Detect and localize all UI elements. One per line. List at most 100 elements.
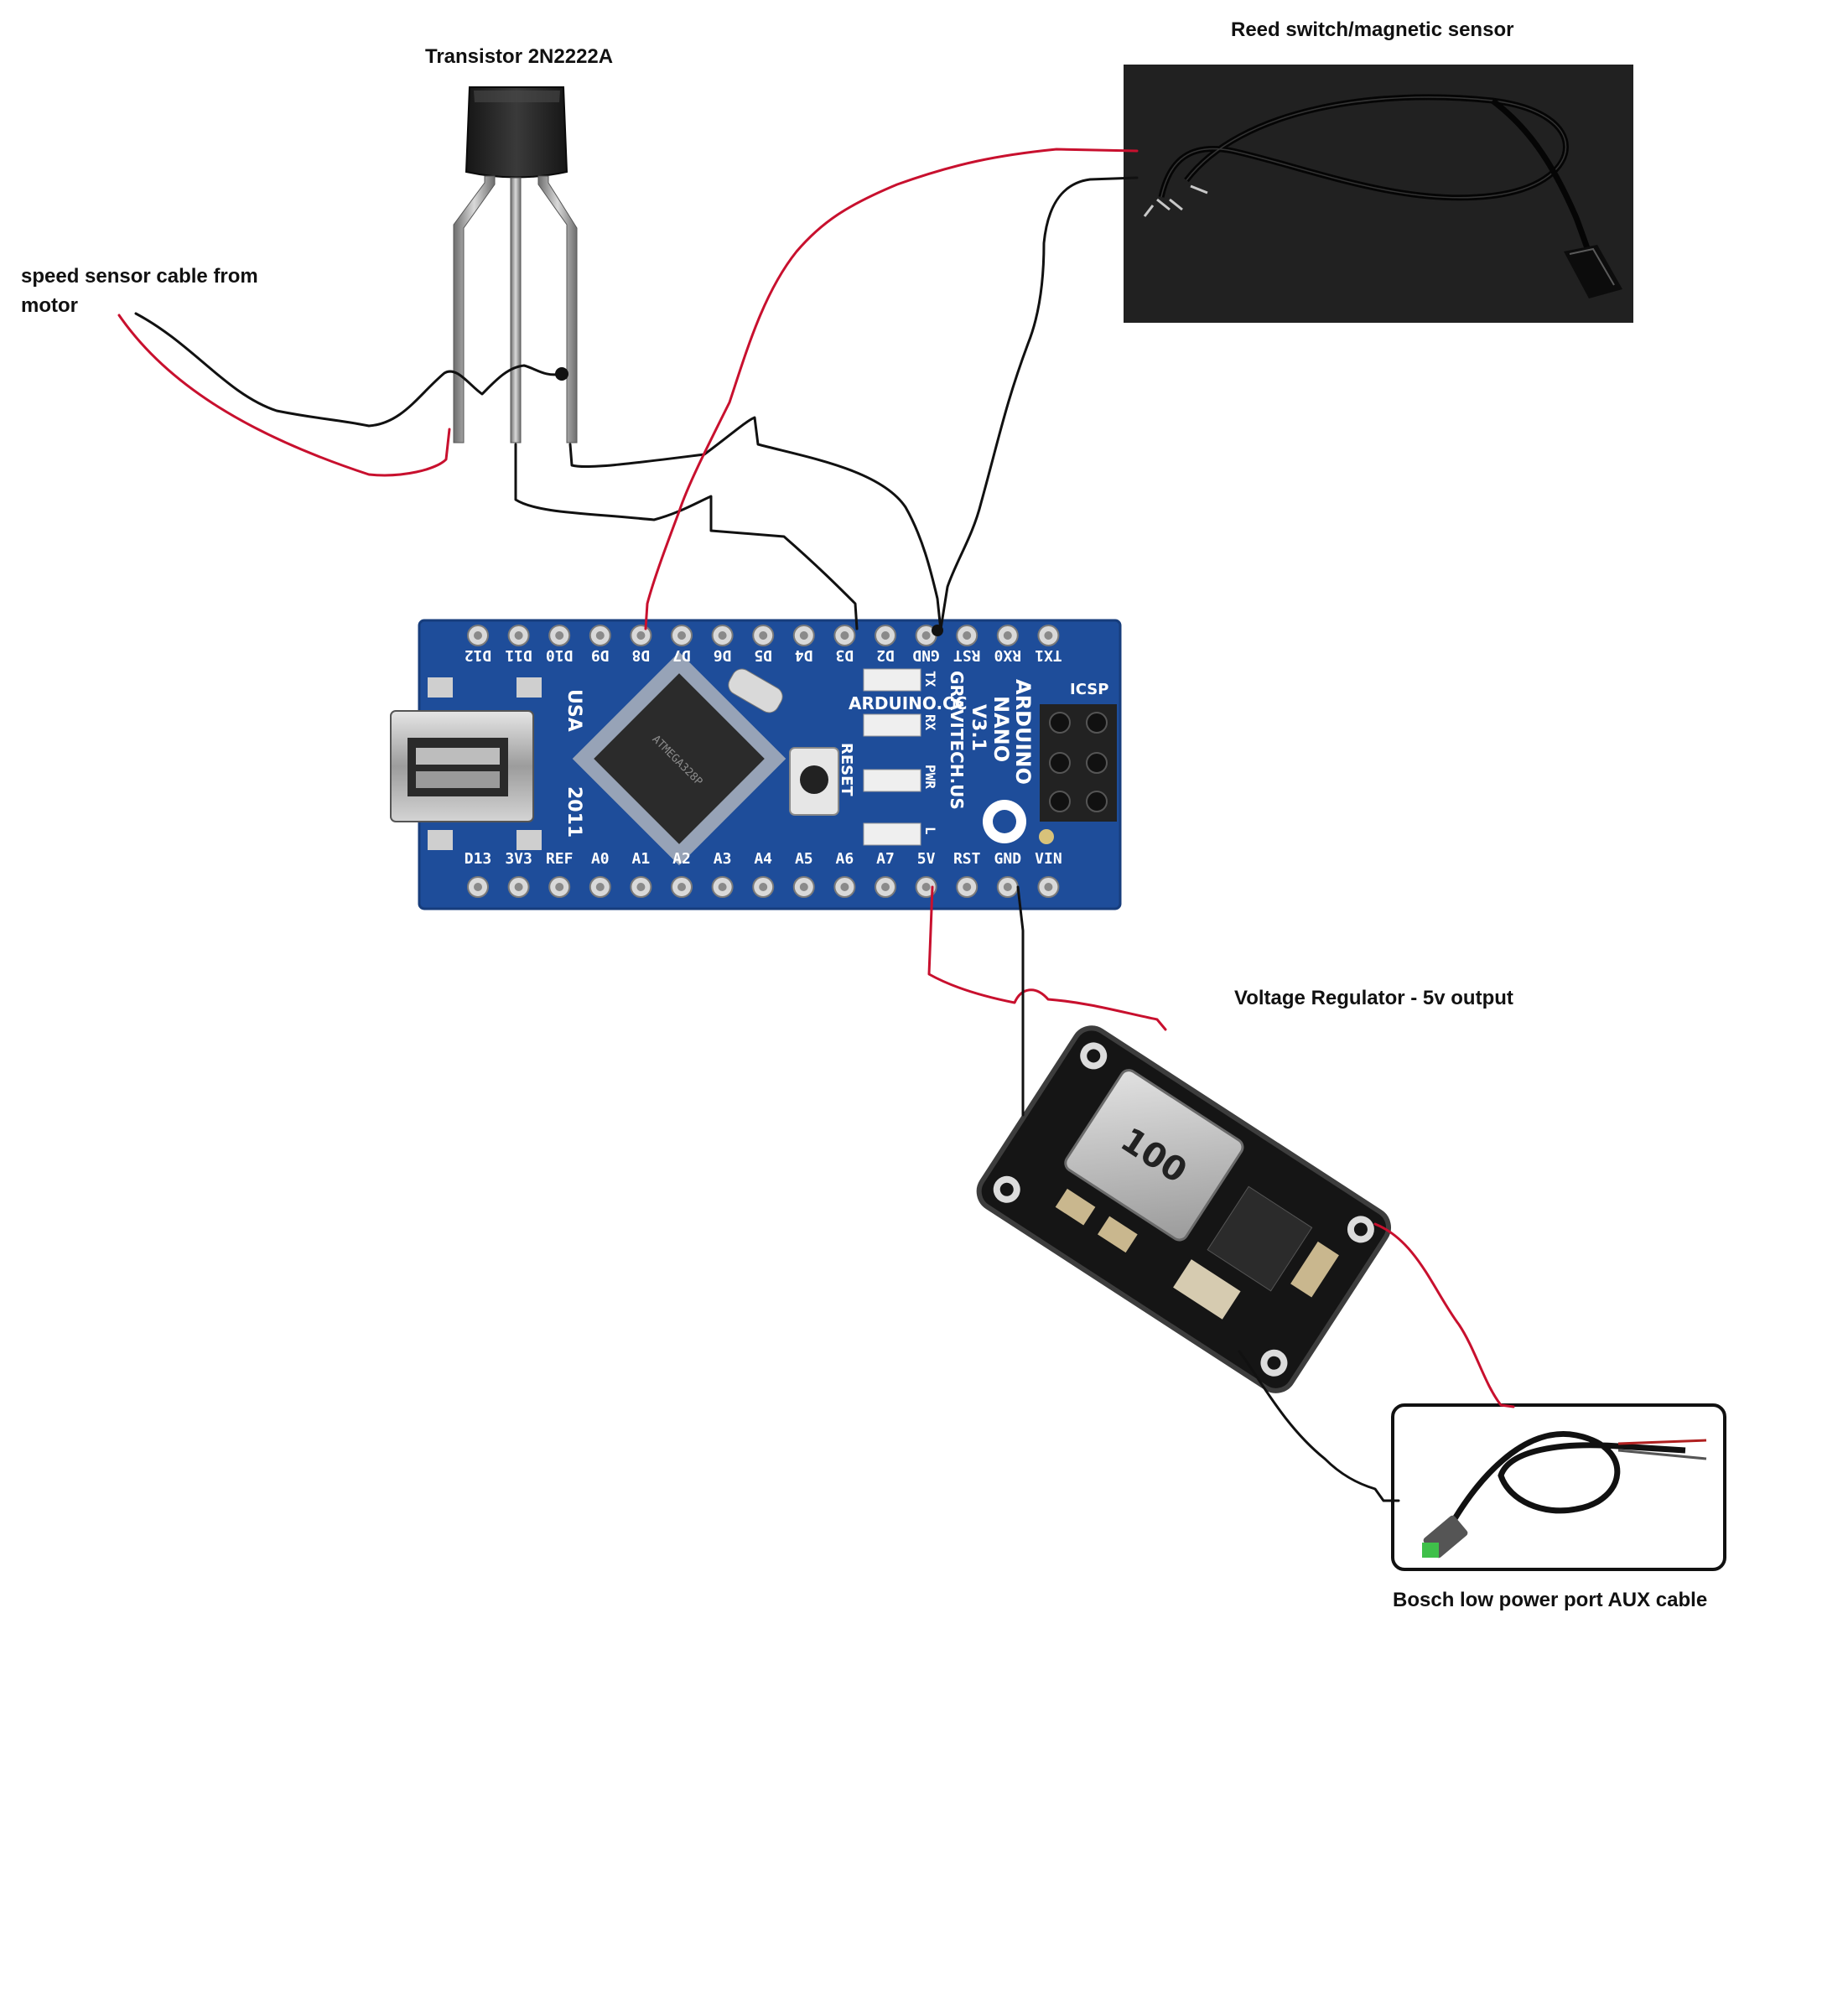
board-year: 2011 — [563, 786, 584, 838]
top-pin-label-d9: D9 — [591, 646, 610, 664]
top-pin-center — [840, 631, 849, 640]
reset-button — [789, 747, 839, 816]
voltage-regulator-label: Voltage Regulator - 5v output — [1234, 987, 1513, 1009]
top-pin-center — [759, 631, 768, 640]
top-pin-center — [1003, 631, 1012, 640]
board-country: USA — [563, 689, 584, 732]
bottom-pin-center — [636, 883, 646, 891]
reed-switch-photo — [1124, 65, 1633, 323]
wire-transistor-to-gnd — [568, 416, 942, 632]
top-pin-label-d8: D8 — [632, 646, 651, 664]
top-pin-center — [636, 631, 646, 640]
bottom-pin-label-gnd: GND — [994, 850, 1022, 868]
top-pin-center — [799, 631, 808, 640]
bottom-pin-label-a2: A2 — [672, 850, 691, 868]
top-pin-label-d11: D11 — [505, 646, 532, 664]
wires — [117, 148, 1515, 1502]
bottom-pin-label-a3: A3 — [714, 850, 732, 868]
top-pin-label-d7: D7 — [672, 646, 691, 664]
inductor: 100 — [1064, 1069, 1244, 1242]
top-pin-center — [881, 631, 890, 640]
top-pin-center — [718, 631, 727, 640]
bottom-pin-label-d13: D13 — [465, 850, 492, 868]
top-pin-label-d3: D3 — [836, 646, 854, 664]
wire-speed-sensor-red — [117, 314, 451, 477]
top-pin-center — [514, 631, 523, 640]
top-pin-center — [555, 631, 564, 640]
wire-transistor-to-d3 — [514, 443, 859, 630]
bottom-pin-center — [799, 883, 808, 891]
bottom-pin-center — [840, 883, 849, 891]
led-rx-label: RX — [922, 714, 938, 731]
top-pin-label-d12: D12 — [465, 646, 492, 664]
board-reset-label: RESET — [838, 743, 855, 796]
board-icsp-label: ICSP — [1070, 681, 1108, 698]
bottom-pin-center — [677, 883, 686, 891]
led-pwr-label: PWR — [922, 765, 938, 789]
board-site-text: ARDUINO.CC — [849, 693, 967, 713]
bottom-pin-center — [881, 883, 890, 891]
wire-reed-to-gnd — [939, 176, 1139, 630]
bottom-pin-center — [921, 883, 931, 891]
bottom-pin-center — [963, 883, 972, 891]
bottom-pin-center — [595, 883, 605, 891]
top-pin-center — [921, 631, 931, 640]
top-pin-label-d6: D6 — [714, 646, 732, 664]
board-version: V3.1 — [968, 704, 989, 751]
top-pin-label-d2: D2 — [876, 646, 895, 664]
bottom-pin-label-vin: VIN — [1035, 850, 1062, 868]
top-pin-label-d5: D5 — [754, 646, 772, 664]
bosch-cable-label: Bosch low power port AUX cable — [1393, 1589, 1708, 1611]
bottom-pin-label-a0: A0 — [591, 850, 610, 868]
wire-speed-sensor-black — [134, 312, 563, 428]
bottom-pin-label-ref: REF — [546, 850, 574, 868]
top-pin-label-d10: D10 — [546, 646, 574, 664]
top-pin-label-d4: D4 — [795, 646, 813, 664]
bottom-pin-center — [555, 883, 564, 891]
top-pin-center — [677, 631, 686, 640]
speed-sensor-label-line1: speed sensor cable from — [21, 265, 258, 288]
icsp-header — [1039, 704, 1117, 844]
usb-mini-connector — [390, 710, 534, 822]
bottom-pin-label-a7: A7 — [876, 850, 895, 868]
top-pin-center — [595, 631, 605, 640]
top-pin-label-rx0: RX0 — [994, 646, 1022, 664]
speed-sensor-label-line2: motor — [21, 294, 78, 317]
wire-5v-to-regulator — [927, 885, 1167, 1031]
board-maker: GRAVITECH.US — [947, 671, 967, 810]
bottom-pin-center — [1044, 883, 1053, 891]
wire-gnd-to-regulator — [1016, 885, 1025, 1117]
bottom-pin-label-a5: A5 — [795, 850, 813, 868]
board-brand-line2: NANO — [989, 696, 1013, 762]
top-pin-center — [1044, 631, 1053, 640]
top-pin-row: D12 D11 D10 D9 D8 D7 D6 D5 D4 D3 D2 GND RST RX0 TX1 — [465, 625, 1062, 664]
bottom-pin-label-5v: 5V — [917, 850, 936, 868]
bottom-pin-label-a6: A6 — [836, 850, 854, 868]
wire-regulator-to-bosch-red — [1373, 1222, 1515, 1408]
top-pin-center — [963, 631, 972, 640]
wire-regulator-to-bosch-black — [1238, 1350, 1400, 1502]
top-pin-label-tx1: TX1 — [1035, 646, 1062, 664]
bottom-pin-row: D13 3V3 REF A0 A1 A2 A3 A4 A5 A6 A7 5V RST GND VIN — [465, 850, 1062, 898]
bosch-aux-cable-box — [1391, 1403, 1726, 1571]
top-pin-label-gnd: GND — [912, 646, 940, 664]
bottom-pin-center — [474, 883, 482, 891]
top-pin-label-rst: RST — [953, 646, 981, 664]
bottom-pin-label-a4: A4 — [754, 850, 772, 868]
top-pin-center — [474, 631, 482, 640]
arduino-nano-board: ATMEGA328P — [390, 619, 1122, 910]
voltage-regulator-board: 100 — [976, 1025, 1391, 1393]
transistor-label: Transistor 2N2222A — [425, 45, 614, 68]
bottom-pin-center — [718, 883, 727, 891]
bottom-pin-label-3v3: 3V3 — [505, 850, 532, 868]
led-tx-label: TX — [922, 671, 938, 687]
bottom-pin-label-a1: A1 — [632, 850, 651, 868]
transistor-2n2222a — [453, 86, 578, 443]
atmega-chip: ATMEGA328P — [572, 651, 786, 866]
led-l-label: L — [922, 827, 938, 835]
bottom-pin-center — [1003, 883, 1012, 891]
bottom-pin-label-rst: RST — [953, 850, 981, 868]
bottom-pin-center — [514, 883, 523, 891]
